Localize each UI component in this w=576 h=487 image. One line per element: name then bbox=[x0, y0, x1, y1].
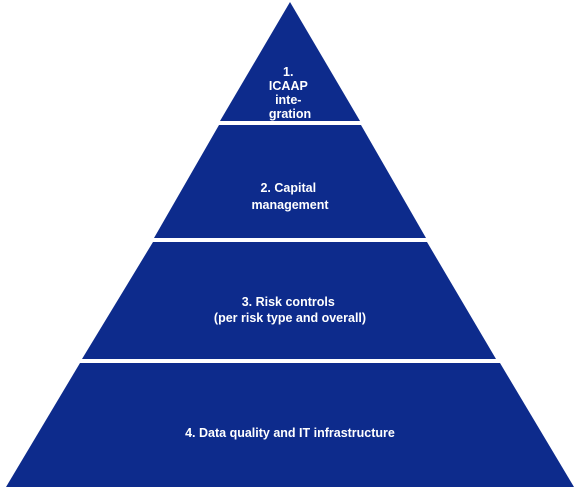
tier-2-label: 2. Capital management bbox=[251, 181, 329, 212]
tier-4-line-1: 4. Data quality and IT infrastructure bbox=[185, 426, 395, 440]
tier-1-label: 1. ICAAP inte- gration bbox=[269, 65, 311, 121]
tier-3-label: 3. Risk controls (per risk type and over… bbox=[214, 295, 366, 325]
tier-1-line-4: gration bbox=[269, 107, 311, 121]
tier-3-line-1: 3. Risk controls bbox=[242, 295, 335, 309]
tier-1-line-3: inte- bbox=[275, 93, 301, 107]
tier-3-line-2: (per risk type and overall) bbox=[214, 311, 366, 325]
tier-4-shape bbox=[6, 363, 574, 487]
tier-1-shape bbox=[220, 2, 360, 121]
tier-4-label: 4. Data quality and IT infrastructure bbox=[185, 426, 395, 440]
tier-3-shape bbox=[82, 242, 496, 359]
tier-2-line-1: 2. Capital bbox=[260, 181, 316, 195]
tier-1-line-1: 1. bbox=[283, 65, 293, 79]
tier-2-line-2: management bbox=[251, 198, 329, 212]
tier-1-line-2: ICAAP bbox=[269, 79, 308, 93]
tier-2-shape bbox=[154, 125, 426, 238]
